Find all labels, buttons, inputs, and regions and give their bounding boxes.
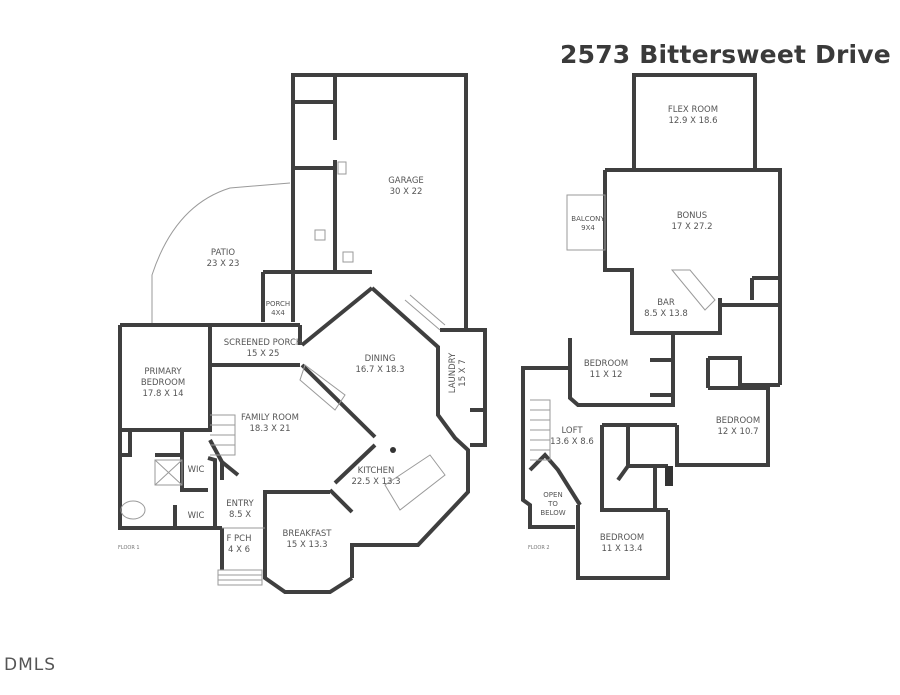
room-name: BREAKFAST: [282, 529, 332, 539]
floor1-label: FLOOR 1: [118, 545, 140, 551]
flex-room-walls: [632, 73, 757, 172]
room-name: FAMILY ROOM: [241, 413, 299, 423]
garage-walls: [291, 73, 468, 330]
patio-outline: [151, 182, 291, 325]
room-size: 16.7 X 18.3: [355, 365, 404, 375]
loft-walls: [521, 366, 582, 529]
room-name: PORCH: [266, 300, 290, 308]
floor1-plan: FLOOR 1: [118, 73, 487, 594]
room-size: 12 X 10.7: [718, 427, 759, 437]
garage-storage-walls: [293, 75, 337, 270]
room-size: 17.8 X 14: [143, 389, 184, 399]
breakfast-walls: [263, 528, 354, 594]
room-name: GARAGE: [388, 176, 424, 186]
room-size: 22.5 X 13.3: [351, 477, 400, 487]
room-name: BEDROOM: [600, 533, 644, 543]
room-name: ENTRY: [226, 499, 254, 509]
bath-walls-2: [600, 423, 677, 512]
room-name: LAUNDRY: [448, 352, 458, 393]
room-size: 15 X 13.3: [287, 540, 328, 550]
room-name: TO: [547, 500, 558, 508]
laundry-walls: [440, 328, 487, 447]
room-name: WIC: [188, 511, 205, 521]
room-name: BALCONY: [571, 215, 605, 223]
floor2-label: FLOOR 2: [528, 545, 550, 551]
room-name: SCREENED PORCH: [224, 338, 303, 348]
floor2-labels: FLEX ROOM 12.9 X 18.6 BONUS 17 X 27.2 BA…: [540, 105, 760, 554]
room-size: 15 X 25: [247, 349, 280, 359]
room-size: 23 X 23: [207, 259, 240, 269]
mls-logo: DMLS: [4, 655, 57, 675]
balcony-outline: [566, 194, 606, 251]
room-name: PATIO: [211, 248, 235, 258]
room-name: BEDROOM: [716, 416, 760, 426]
room-name: DINING: [365, 354, 396, 364]
room-size: 11 X 13.4: [602, 544, 643, 554]
bath-walls: [120, 430, 217, 528]
room-name: OPEN: [543, 491, 562, 499]
primary-bedroom-walls: [118, 325, 222, 530]
room-name: FLEX ROOM: [668, 105, 718, 115]
room-name: KITCHEN: [358, 466, 395, 476]
bedroom-2-walls: [675, 356, 780, 467]
bar-right-walls: [718, 276, 780, 335]
room-name: BELOW: [540, 509, 565, 517]
entry-walls: [208, 439, 330, 570]
room-size: 17 X 27.2: [672, 222, 713, 232]
room-name: PRIMARY: [144, 367, 182, 377]
room-size: 15 X 7: [458, 359, 468, 386]
room-size: 11 X 12: [590, 370, 623, 380]
room-name: F PCH: [226, 534, 251, 544]
floor2-plan: FLOOR 2: [521, 73, 782, 580]
room-size: 4 X 6: [228, 545, 250, 555]
room-size: 9X4: [581, 224, 595, 232]
porch-walls: [261, 270, 372, 322]
room-size: 8.5 X 13.8: [644, 309, 688, 319]
floor1-labels: GARAGE 30 X 22 PATIO 23 X 23 PORCH 4X4 S…: [141, 176, 468, 555]
room-name: BEDROOM: [141, 378, 185, 388]
front-porch-stairs: [217, 527, 265, 586]
bedroom-1-walls: [568, 333, 675, 407]
dining-left-wall: [300, 286, 377, 514]
dining-walls: [350, 286, 470, 578]
room-name: BEDROOM: [584, 359, 628, 369]
room-size: 8.5 X: [229, 510, 251, 520]
room-size: 18.3 X 21: [250, 424, 291, 434]
room-size: 13.6 X 8.6: [550, 437, 594, 447]
room-name: LOFT: [561, 426, 583, 436]
room-size: 30 X 22: [390, 187, 423, 197]
room-name: BONUS: [677, 211, 707, 221]
property-title: 2573 Bittersweet Drive: [560, 40, 891, 69]
room-size: 12.9 X 18.6: [668, 116, 717, 126]
room-name: BAR: [657, 298, 675, 308]
bedroom-3-walls: [576, 505, 670, 580]
room-size: 4X4: [271, 309, 285, 317]
room-name: WIC: [188, 465, 205, 475]
